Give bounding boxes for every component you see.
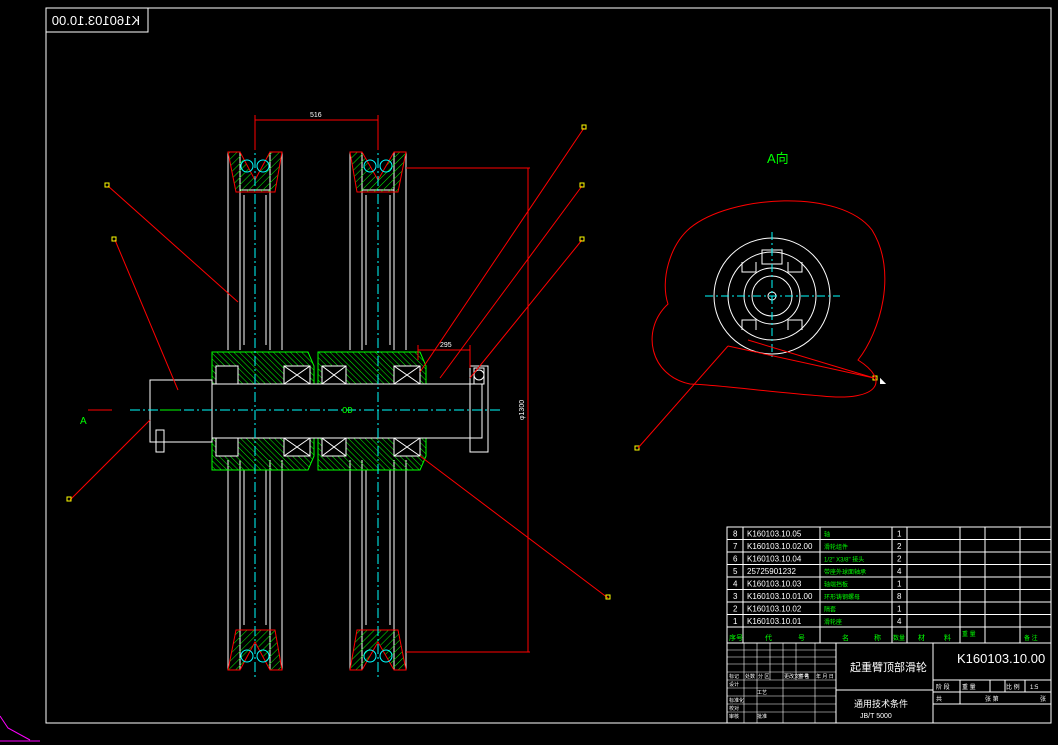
bom-header-code2: 号 [798, 634, 805, 642]
title-role: 设计 [729, 681, 739, 688]
bom-row-name: 隔套 [824, 606, 836, 614]
bom-row-qty: 4 [897, 617, 902, 626]
bom-row-qty: 1 [897, 530, 902, 539]
bom-row-code: K160103.10.01.00 [747, 592, 813, 601]
title-role: 校对 [729, 705, 739, 712]
title-block-labels: 标记处数分 区 更改文件号签 名年 月 日设计标准化校对审核 工艺批准 [729, 673, 834, 720]
center-mark-label: OD [342, 406, 353, 416]
title-role: 工艺 [757, 690, 767, 696]
sheave-assembly: OD 516 φ1300 295 A [80, 112, 530, 680]
bom-row-code: 25725901232 [747, 567, 796, 576]
title-label: 处数 [745, 673, 755, 680]
bom-row-qty: 8 [897, 592, 902, 601]
sheet-label-3: 张 [1040, 695, 1046, 703]
dimension-295: 295 [440, 342, 452, 349]
title-label: 更改文件号 [784, 673, 809, 680]
title-label: 分 区 [758, 673, 769, 680]
bom-header-name2: 称 [874, 633, 881, 642]
bom-row-code: K160103.10.03 [747, 580, 802, 589]
bom-row-name: 轴 [824, 531, 830, 539]
bom-row-qty: 2 [897, 555, 902, 564]
title-label: 年 月 日 [816, 673, 834, 680]
stage-label: 阶 段 [936, 683, 950, 691]
svg-text:◣: ◣ [880, 376, 887, 385]
bom-row-no: 2 [733, 605, 738, 614]
drawing-code: K160103.10.00 [957, 651, 1045, 666]
title-role: 审核 [729, 713, 739, 720]
bom-header-mat: 材 [918, 633, 925, 642]
sheet-label: 共 [936, 695, 942, 703]
bom-row-no: 7 [733, 542, 738, 551]
bom-row-qty: 1 [897, 605, 902, 614]
bom-header-weight: 重 量 [962, 630, 976, 638]
title-label: 签 名 [798, 673, 809, 680]
bom-header-code: 代 [765, 633, 772, 642]
drawing-frame [45, 7, 1052, 724]
scale-label: 比 例 [1006, 683, 1020, 691]
bom-row-no: 5 [733, 567, 738, 576]
title-role: 标准化 [729, 697, 744, 704]
bom-header-qty: 数量 [893, 634, 905, 642]
spec-label: 通用技术条件 [854, 698, 908, 709]
bom-row-name: 滑轮座 [824, 618, 842, 626]
sheet-label-2: 张 第 [985, 695, 999, 703]
corner-marks [0, 715, 40, 742]
title-label: 标记 [729, 673, 739, 680]
view-a-label: A向 [767, 151, 789, 166]
bom-header-no: 序号 [729, 633, 743, 642]
scale-value: 1:5 [1030, 685, 1039, 691]
weight-label: 重 量 [962, 683, 976, 691]
bom-row-no: 4 [733, 580, 738, 589]
title-block [726, 642, 1052, 724]
arrow-label-a: A [80, 416, 87, 427]
bom-header-remark: 备 注 [1024, 634, 1038, 642]
bom-row-no: 6 [733, 555, 738, 564]
bom-header-mat2: 料 [944, 633, 951, 642]
dimension-516: 516 [310, 112, 322, 119]
bom-row-code: K160103.10.01 [747, 617, 802, 626]
leader-lines [69, 127, 609, 599]
leader-balloons [66, 124, 878, 600]
bom-row-name: 滑轮组件 [824, 543, 848, 551]
bom-header-name: 名 [842, 633, 849, 642]
bom-row-qty: 4 [897, 567, 902, 576]
drawing-name: 起重臂顶部滑轮 [850, 660, 927, 674]
bom-row-qty: 2 [897, 542, 902, 551]
mirrored-stamp: K160103.10.00 [52, 13, 140, 28]
bom-row-name: 环形铸钢螺母 [824, 593, 860, 601]
bom-row-code: K160103.10.02 [747, 605, 802, 614]
standard-label: JB/T 5000 [860, 713, 892, 720]
bom-row-code: K160103.10.04 [747, 555, 802, 564]
view-a: A向 ◣ [637, 151, 887, 449]
bom-row-qty: 1 [897, 580, 902, 589]
bom-row-name: 带座外球面轴承 [824, 568, 866, 576]
bom-row-name: 轴端挡板 [824, 581, 848, 589]
bom-row-name: 1/2" X3/8" 接头 [824, 556, 864, 564]
bom-row-no: 3 [733, 592, 738, 601]
title-block-grid [727, 643, 836, 723]
bom-row-code: K160103.10.02.00 [747, 542, 813, 551]
dimension-height: φ1300 [519, 400, 526, 420]
title-role: 批准 [757, 713, 767, 720]
bom-row-code: K160103.10.05 [747, 530, 802, 539]
bom-row-no: 1 [733, 617, 738, 626]
bom-row-no: 8 [733, 530, 738, 539]
